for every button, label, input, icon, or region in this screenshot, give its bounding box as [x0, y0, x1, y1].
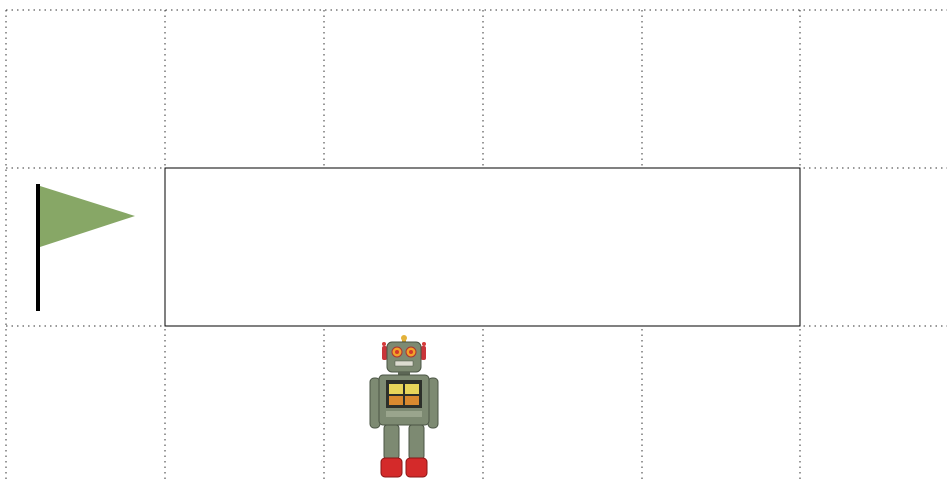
flag-cloth: [40, 186, 135, 247]
robot-pupil-left: [395, 350, 399, 354]
robot-mouth: [395, 361, 413, 366]
robot-foot-left: [381, 458, 402, 477]
robot-gauge-right: [405, 384, 419, 394]
robot-light-right: [405, 396, 419, 405]
robot-ear-right-panel: [421, 346, 426, 360]
flag-pole: [36, 184, 40, 311]
robot-ear-right: [422, 342, 426, 346]
robot-belt: [386, 411, 422, 417]
robot-head: [387, 342, 421, 372]
robot-leg-right: [409, 425, 424, 459]
robot-ear-left: [382, 342, 386, 346]
robot-ear-left-panel: [382, 346, 387, 360]
flag-icon: [36, 184, 135, 311]
robot-icon[interactable]: [370, 335, 438, 477]
robot-antenna-tip: [401, 335, 407, 341]
robot-pupil-right: [409, 350, 413, 354]
robot-leg-left: [384, 425, 399, 459]
robot-foot-right: [406, 458, 427, 477]
robot-gauge-left: [389, 384, 403, 394]
robot-light-left: [389, 396, 403, 405]
wall-block: [165, 168, 800, 326]
